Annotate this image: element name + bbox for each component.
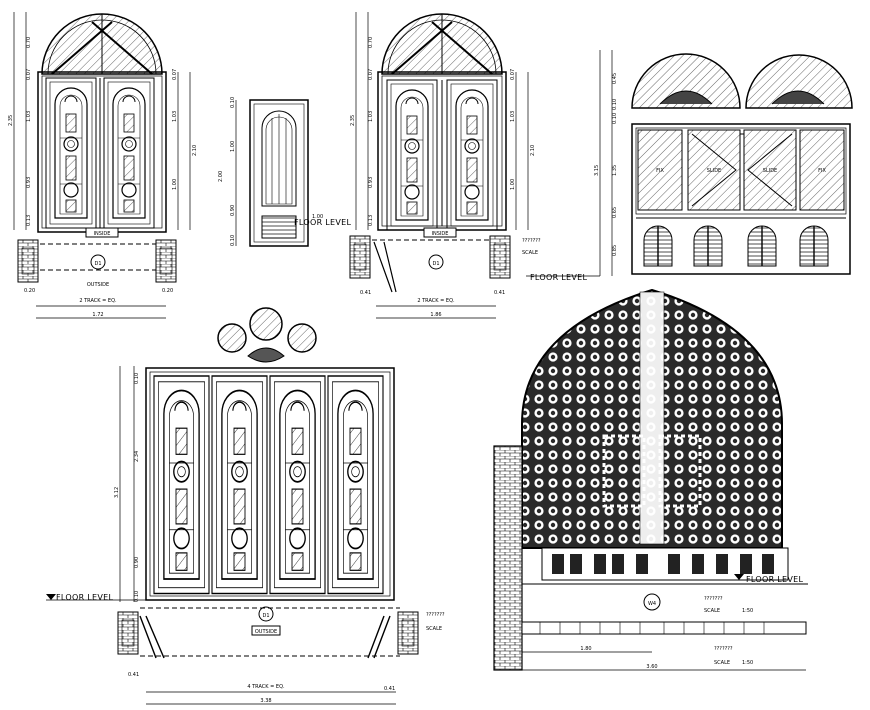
mid-dim-right-upper: 1.03 bbox=[510, 111, 516, 122]
mid-dim-right-frame: 0.07 bbox=[510, 69, 516, 80]
mid-question-marks: ??????? bbox=[522, 238, 541, 244]
mid-dim-total: 2.35 bbox=[350, 115, 356, 126]
door-d1-middle-elevation: INSIDE 0.70 0.07 2.35 1.03 0.93 0.13 0.0… bbox=[349, 12, 541, 319]
big-question-marks: ??????? bbox=[426, 612, 445, 618]
dim-right-total: 2.10 bbox=[192, 145, 198, 156]
window-right-elevation: FIX SLIDE SLIDE FIX 0.45 0.10 0.10 3.15 … bbox=[594, 50, 853, 276]
floor-level-label-big: FLOOR LEVEL bbox=[56, 593, 114, 602]
mid-dim-wall-a: 0.41 bbox=[360, 290, 371, 296]
small-dim-upper: 1.00 bbox=[230, 141, 236, 152]
w4-question-marks-2: ??????? bbox=[714, 646, 733, 652]
door-4leaf-elevation: 0.10 2.34 3.12 0.90 0.10 D1 OUTSIDE 4 TR… bbox=[114, 307, 445, 705]
dim-wall-b: 0.20 bbox=[162, 288, 173, 294]
w4-dim-seg: 1.80 bbox=[580, 646, 591, 652]
big-dim-upper: 2.34 bbox=[134, 451, 140, 462]
big-track-label: 4 TRACK = EQ. bbox=[247, 684, 285, 690]
tag-d1-left: D1 bbox=[94, 261, 101, 267]
dim-right-upper: 1.03 bbox=[172, 111, 178, 122]
small-dim-total: 2.00 bbox=[218, 171, 224, 182]
big-dim-bottom: 0.10 bbox=[134, 591, 140, 602]
dim-lower: 0.93 bbox=[26, 177, 32, 188]
mid-dim-width: 1.86 bbox=[430, 312, 441, 318]
tag-d1-mid: D1 bbox=[432, 261, 439, 267]
win-dim-trans: 0.85 bbox=[612, 245, 618, 256]
mid-dim-upper: 1.03 bbox=[368, 111, 374, 122]
w4-question-marks: ??????? bbox=[704, 596, 723, 602]
dim-wall-a: 0.20 bbox=[24, 288, 35, 294]
dim-sill: 0.13 bbox=[26, 215, 32, 226]
dim-right-frame: 0.07 bbox=[172, 69, 178, 80]
panel-fix-right: FIX bbox=[818, 168, 826, 174]
big-dim-wall-b: 0.41 bbox=[384, 686, 395, 692]
win-dim-gap2: 0.10 bbox=[612, 113, 618, 124]
dim-width: 1.72 bbox=[92, 312, 103, 318]
w4-scale-a: 1:50 bbox=[742, 608, 753, 614]
mid-dim-lower: 0.93 bbox=[368, 177, 374, 188]
big-dim-total: 3.12 bbox=[114, 487, 120, 498]
mid-scale-label: SCALE bbox=[522, 250, 538, 256]
dim-arch: 0.70 bbox=[26, 37, 32, 48]
mid-dim-arch: 0.70 bbox=[368, 37, 374, 48]
w4-scale-label: SCALE bbox=[704, 608, 720, 614]
big-dim-lower: 0.90 bbox=[134, 557, 140, 568]
w4-dim-total: 3.60 bbox=[646, 664, 657, 670]
win-dim-panel: 0.65 bbox=[612, 207, 618, 218]
small-dim-lower: 0.90 bbox=[230, 205, 236, 216]
win-dim-total: 3.15 bbox=[594, 165, 600, 176]
tag-w4: W4 bbox=[648, 601, 656, 607]
floor-level-label-window: FLOOR LEVEL bbox=[530, 273, 588, 282]
big-dim-wall-a: 0.41 bbox=[128, 672, 139, 678]
dim-total-h: 2.35 bbox=[8, 115, 14, 126]
big-dim-top: 0.10 bbox=[134, 373, 140, 384]
win-dim-gap1: 0.10 bbox=[612, 99, 618, 110]
outside-label-big: OUTSIDE bbox=[255, 629, 277, 635]
mid-track-label: 2 TRACK = EQ. bbox=[417, 298, 455, 304]
floor-level-label-small: FLOOR LEVEL bbox=[294, 218, 352, 227]
inside-label: INSIDE bbox=[94, 231, 111, 237]
outside-label: OUTSIDE bbox=[87, 282, 109, 288]
panel-slide-left: SLIDE bbox=[707, 168, 721, 174]
win-dim-glass: 1.35 bbox=[612, 165, 618, 176]
floor-level-label-w4: FLOOR LEVEL bbox=[746, 575, 804, 584]
mid-dim-sill: 0.13 bbox=[368, 215, 374, 226]
small-dim-bottom: 0.10 bbox=[230, 235, 236, 246]
door-d1-left-elevation: INSIDE 0.70 0.07 2.35 1.03 0.93 0.13 0.0… bbox=[8, 12, 198, 319]
big-dim-width: 3.38 bbox=[260, 698, 271, 704]
dim-frame: 0.07 bbox=[26, 69, 32, 80]
panel-slide-right: SLIDE bbox=[763, 168, 777, 174]
small-dim-top: 0.10 bbox=[230, 97, 236, 108]
small-dim-right: 1.00 bbox=[312, 214, 323, 220]
tag-d1-big: D1 bbox=[262, 613, 269, 619]
mid-dim-right-lower: 1.00 bbox=[510, 179, 516, 190]
big-scale-label: SCALE bbox=[426, 626, 442, 632]
win-dim-arch: 0.45 bbox=[612, 73, 618, 84]
track-label: 2 TRACK = EQ. bbox=[79, 298, 117, 304]
mid-dim-frame: 0.07 bbox=[368, 69, 374, 80]
mid-dim-right-total: 2.10 bbox=[530, 145, 536, 156]
door-small-elevation: 0.10 1.00 2.00 0.90 0.10 1.00 bbox=[218, 97, 323, 247]
mid-dim-wall-b: 0.41 bbox=[494, 290, 505, 296]
dim-right-lower: 1.00 bbox=[172, 179, 178, 190]
inside-label-mid: INSIDE bbox=[432, 231, 449, 237]
w4-scale-label-2: SCALE bbox=[714, 660, 730, 666]
w4-scale-b: 1:50 bbox=[742, 660, 753, 666]
panel-fix-left: FIX bbox=[656, 168, 664, 174]
dim-upper: 1.03 bbox=[26, 111, 32, 122]
window-w4-arch-elevation: W4 1.80 3.60 ??????? SCALE 1:50 ??????? … bbox=[493, 288, 808, 671]
